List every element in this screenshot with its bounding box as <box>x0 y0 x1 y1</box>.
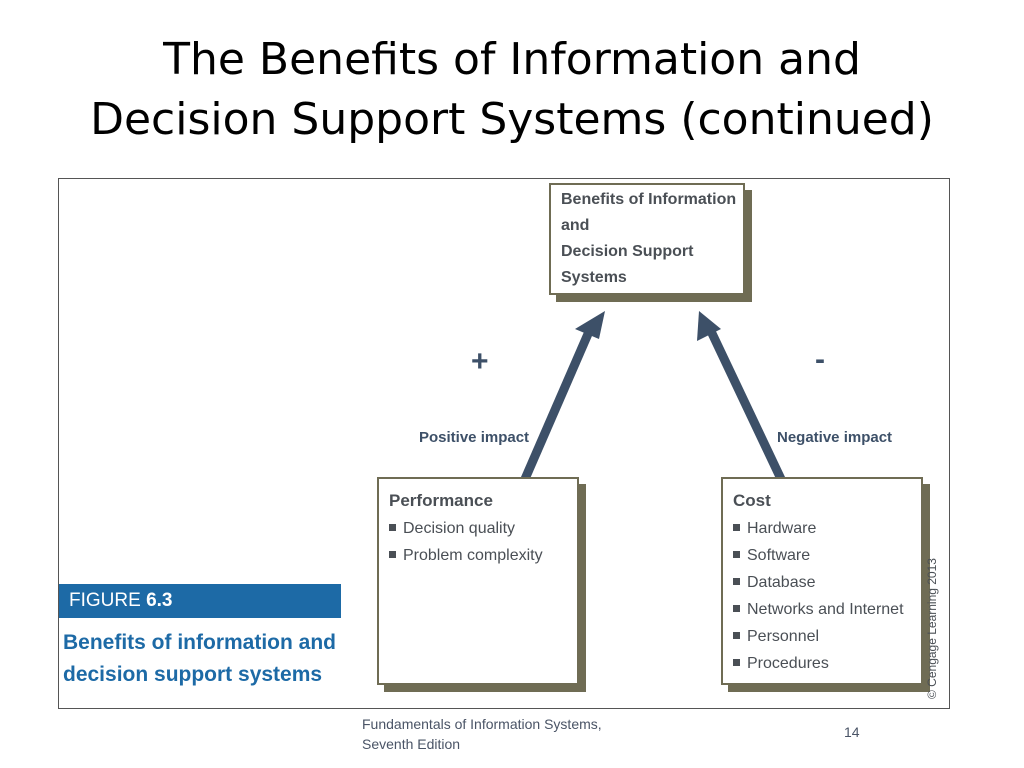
figure-panel: Benefits of Information and Decision Sup… <box>58 178 950 709</box>
list-item: Hardware <box>733 515 911 542</box>
benefits-box-line1: Benefits of Information and <box>561 191 737 234</box>
list-item: Networks and Internet <box>733 596 911 623</box>
square-bullet-icon <box>733 551 740 558</box>
square-bullet-icon <box>733 632 740 639</box>
square-bullet-icon <box>733 578 740 585</box>
list-item: Decision quality <box>389 515 567 542</box>
benefits-box: Benefits of Information and Decision Sup… <box>549 183 745 295</box>
negative-sign: - <box>815 343 825 376</box>
list-item-label: Software <box>747 547 811 564</box>
footer-line2: Seventh Edition <box>362 736 461 752</box>
performance-list: Decision quality Problem complexity <box>389 515 567 569</box>
cost-heading: Cost <box>733 491 771 510</box>
list-item-label: Problem complexity <box>403 547 543 564</box>
copyright-notice: © Cengage Learning 2013 <box>925 558 939 699</box>
list-item: Personnel <box>733 623 911 650</box>
page-number: 14 <box>844 724 860 740</box>
figure-number-label: FIGURE 6.3 <box>59 584 341 618</box>
positive-impact-arrow <box>520 311 605 481</box>
figure-caption-line2: decision support systems <box>63 663 323 686</box>
square-bullet-icon <box>733 524 740 531</box>
list-item-label: Networks and Internet <box>747 601 904 618</box>
list-item-label: Database <box>747 574 816 591</box>
square-bullet-icon <box>733 605 740 612</box>
list-item: Procedures <box>733 650 911 677</box>
list-item-label: Hardware <box>747 520 817 537</box>
list-item: Database <box>733 569 911 596</box>
cost-list: Hardware Software Database Networks and … <box>733 515 911 677</box>
impact-arrows <box>520 311 786 481</box>
slide-title-line2: Decision Support Systems (continued) <box>90 94 934 145</box>
list-item: Problem complexity <box>389 542 567 569</box>
footer-line1: Fundamentals of Information Systems, <box>362 716 602 732</box>
performance-heading: Performance <box>389 491 493 510</box>
square-bullet-icon <box>733 659 740 666</box>
figure-number-prefix: FIGURE <box>69 590 147 611</box>
footer-source: Fundamentals of Information Systems, Sev… <box>362 714 682 754</box>
negative-impact-label: Negative impact <box>777 429 893 446</box>
positive-impact-label: Positive impact <box>419 429 530 446</box>
figure-caption: Benefits of information and decision sup… <box>63 627 343 691</box>
square-bullet-icon <box>389 551 396 558</box>
cost-box: Cost Hardware Software Database Networks… <box>721 477 923 685</box>
negative-impact-arrow <box>697 311 786 481</box>
positive-sign: + <box>471 345 489 378</box>
slide-title-line1: The Benefits of Information and <box>163 34 861 85</box>
figure-caption-line1: Benefits of information and <box>63 631 336 654</box>
list-item-label: Procedures <box>747 655 829 672</box>
performance-box: Performance Decision quality Problem com… <box>377 477 579 685</box>
benefits-box-line2: Decision Support Systems <box>561 243 694 286</box>
list-item: Software <box>733 542 911 569</box>
slide-title: The Benefits of Information and Decision… <box>0 30 1024 150</box>
list-item-label: Personnel <box>747 628 820 645</box>
list-item-label: Decision quality <box>403 520 516 537</box>
figure-number: 6.3 <box>146 590 173 611</box>
square-bullet-icon <box>389 524 396 531</box>
